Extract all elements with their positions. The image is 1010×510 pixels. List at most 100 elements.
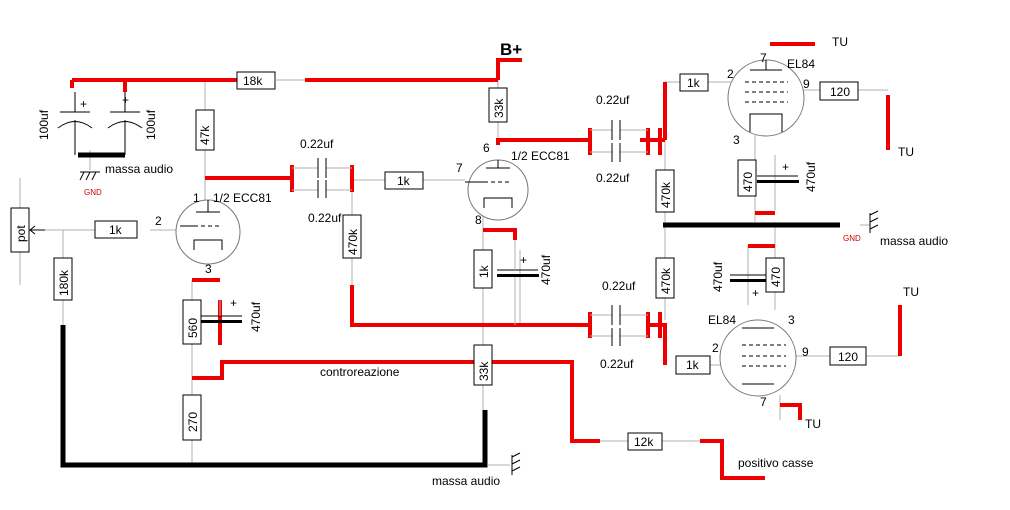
cap-470uf-a-label: 470uf (249, 301, 263, 332)
plus-sign-e: + (782, 160, 789, 174)
resistor-470k-first-label: 470k (346, 228, 360, 255)
resistor-120-bottom: 120 (829, 346, 867, 366)
ecc81-second-label: 1/2 ECC81 (511, 149, 570, 163)
gnd-right-label: GND (843, 234, 861, 243)
red-wires (70, 42, 902, 480)
el84-top-pin-9: 9 (803, 77, 810, 91)
capacitor-470uf-first-cathode (200, 300, 242, 323)
el84-bottom-pin-2: 2 (712, 341, 719, 355)
cap-022-c-label: 0.22uf (596, 93, 630, 107)
ecc81-first-label: 1/2 ECC81 (213, 191, 272, 205)
resistor-33k-feedback: 33k (473, 344, 493, 386)
capacitor-100uf-left (57, 92, 93, 155)
resistor-1k-el84-bottom-label: 1k (686, 358, 700, 372)
plus-sign-c: + (230, 296, 237, 310)
capacitor-470uf-el84-bottom (730, 274, 772, 282)
pin-1-label: 1 (193, 191, 200, 205)
tube-el84-bottom (719, 319, 797, 397)
resistor-18k-label: 18k (243, 74, 263, 88)
cap-100uf-right-label: 100uf (144, 109, 158, 140)
resistor-120-top-label: 120 (830, 85, 850, 99)
resistor-120-bottom-label: 120 (838, 350, 858, 364)
controreazione-label: controreazione (320, 365, 400, 379)
massa-audio-right-label: massa audio (880, 234, 948, 248)
el84-top-label: EL84 (787, 57, 815, 71)
resistor-1k-cathode: 1k (473, 249, 493, 289)
el84-top-pin-7: 7 (760, 51, 767, 65)
capacitor-470uf-el84-top (757, 175, 799, 183)
resistor-470k-lower: 470k (655, 257, 675, 299)
pin-2-label: 2 (155, 214, 162, 228)
resistor-470k-upper: 470k (655, 169, 675, 213)
resistor-270-label: 270 (186, 412, 200, 432)
resistor-12k: 12k (627, 432, 663, 451)
resistor-470-top-label: 470 (741, 172, 755, 192)
tube-ecc81-second (465, 159, 529, 221)
resistor-1k-second-grid: 1k (384, 171, 424, 190)
cap-470uf-d-label: 470uf (711, 261, 725, 292)
resistor-47k-label: 47k (198, 125, 212, 145)
massa-audio-left-label: massa audio (105, 162, 173, 176)
resistor-120-top: 120 (819, 81, 859, 101)
resistor-560-label: 560 (186, 318, 200, 338)
b-plus-label: B+ (500, 40, 522, 59)
tu-a-label: TU (832, 35, 848, 49)
resistor-470-bottom-label: 470 (769, 267, 783, 287)
cap-022-d-label: 0.22uf (596, 171, 630, 185)
el84-bottom-pin-7: 7 (760, 395, 767, 409)
el84-top-pin-2: 2 (727, 67, 734, 81)
capacitor-470uf-second-cathode (497, 240, 539, 325)
cap-022-a-label: 0.22uf (300, 137, 334, 151)
pin-3-label: 3 (205, 262, 212, 276)
cap-022-f-label: 0.22uf (600, 357, 634, 371)
el84-bottom-pin-9: 9 (802, 345, 809, 359)
potentiometer: pot (10, 207, 45, 253)
resistor-470k-upper-label: 470k (659, 181, 673, 208)
resistor-12k-label: 12k (634, 435, 654, 449)
gnd-left-label: GND (84, 188, 102, 197)
tu-b-label: TU (898, 145, 914, 159)
cap-100uf-left-label: 100uf (37, 109, 51, 140)
cap-470uf-b-label: 470uf (539, 254, 553, 285)
resistor-470k-first: 470k (342, 214, 362, 259)
tube-ecc81-first (175, 199, 241, 265)
resistor-1k-cathode-label: 1k (477, 264, 491, 278)
capacitor-022-lower (590, 305, 648, 346)
resistor-33k-feedback-label: 33k (477, 361, 491, 381)
el84-top-pin-3: 3 (733, 133, 740, 147)
pin-6-label: 6 (483, 141, 490, 155)
resistor-1k-grid: 1k (94, 220, 138, 239)
resistor-1k-grid-label: 1k (109, 223, 123, 237)
pin-8-label: 8 (475, 213, 482, 227)
ground-symbol-bottom (511, 452, 521, 475)
resistor-1k-el84-bottom: 1k (675, 355, 711, 375)
ground-bus (60, 152, 840, 468)
tu-c-label: TU (903, 285, 919, 299)
tu-d-label: TU (805, 417, 821, 431)
resistor-470-top: 470 (737, 159, 757, 197)
capacitor-022-upper (590, 120, 648, 162)
resistor-18k: 18k (236, 71, 305, 90)
tube-el84-top (727, 59, 805, 137)
cap-470uf-c-label: 470uf (804, 161, 818, 192)
resistor-470-bottom: 470 (765, 257, 785, 293)
plus-sign-d: + (520, 253, 527, 267)
cap-022-e-label: 0.22uf (602, 279, 636, 293)
el84-bottom-pin-3: 3 (788, 313, 795, 327)
resistor-180k: 180k (53, 257, 73, 301)
positivo-casse-label: positivo casse (738, 456, 814, 470)
plus-sign-a: + (80, 97, 87, 111)
resistor-470k-lower-label: 470k (659, 267, 673, 294)
el84-bottom-label: EL84 (708, 313, 736, 327)
resistor-47k: 47k (195, 109, 215, 151)
resistor-33k-plate: 33k (488, 87, 508, 123)
capacitor-022-first (292, 158, 352, 198)
ground-symbol-left (79, 171, 100, 181)
resistor-270: 270 (182, 394, 202, 441)
capacitor-100uf-right (107, 92, 143, 155)
cap-022-b-label: 0.22uf (308, 211, 342, 225)
resistor-33k-plate-label: 33k (492, 98, 506, 118)
resistor-560: 560 (182, 299, 202, 345)
